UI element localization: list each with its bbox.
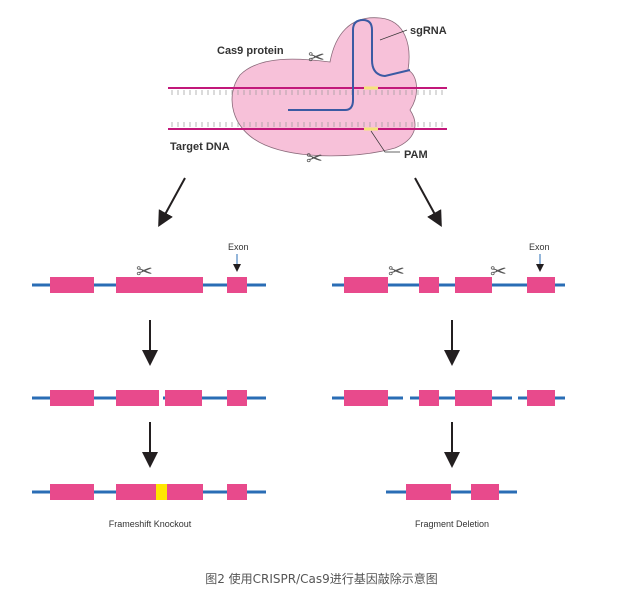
exon-block	[344, 390, 388, 406]
exon-block	[227, 390, 247, 406]
exon-label-right: Exon	[529, 242, 550, 252]
pam-leader	[370, 130, 400, 153]
exon-block	[455, 277, 492, 293]
scissors-icon: ✂	[306, 148, 323, 170]
cas9-complex: Cas9 protein sgRNA Target DNA PAM ✂ ✂	[168, 17, 447, 170]
exon-block	[419, 277, 439, 293]
figure-caption: 图2 使用CRISPR/Cas9进行基因敲除示意图	[205, 572, 438, 586]
exon-block	[227, 277, 247, 293]
exon-block	[344, 277, 388, 293]
exon-block	[50, 277, 94, 293]
exon-block	[406, 484, 451, 500]
exon-block	[167, 484, 203, 500]
exon-block	[116, 390, 159, 406]
scissors-icon: ✂	[308, 47, 325, 69]
exon-block	[116, 484, 156, 500]
scissors-icon: ✂	[136, 261, 153, 283]
indel-mark	[156, 484, 167, 500]
pam-site-bottom	[364, 127, 378, 131]
scissors-icon: ✂	[388, 261, 405, 283]
arrow-right-diagonal	[414, 177, 442, 228]
pam-label: PAM	[404, 149, 428, 161]
fragment-deletion-label: Fragment Deletion	[415, 519, 489, 529]
exon-block	[419, 390, 439, 406]
exon-label-left: Exon	[228, 242, 249, 252]
cas9-label: Cas9 protein	[217, 45, 284, 57]
sgrna-strand	[288, 18, 411, 111]
exon-block	[116, 277, 203, 293]
scissors-icon: ✂	[490, 261, 507, 283]
exon-block	[50, 484, 94, 500]
target-dna-label: Target DNA	[170, 141, 230, 153]
pam-site-top	[364, 86, 378, 90]
exon-block	[455, 390, 492, 406]
sgrna-label: sgRNA	[410, 25, 447, 37]
exon-block	[527, 390, 555, 406]
arrow-left-diagonal	[158, 177, 186, 228]
exon-block	[471, 484, 499, 500]
dna-rungs	[171, 90, 443, 127]
exon-block	[227, 484, 247, 500]
sgrna-leader	[379, 29, 408, 41]
frameshift-knockout-label: Frameshift Knockout	[109, 519, 192, 529]
exon-block	[527, 277, 555, 293]
cas9-protein-shape	[231, 17, 417, 157]
gene-tracks	[32, 277, 565, 500]
exon-block	[50, 390, 94, 406]
exon-block	[165, 390, 202, 406]
